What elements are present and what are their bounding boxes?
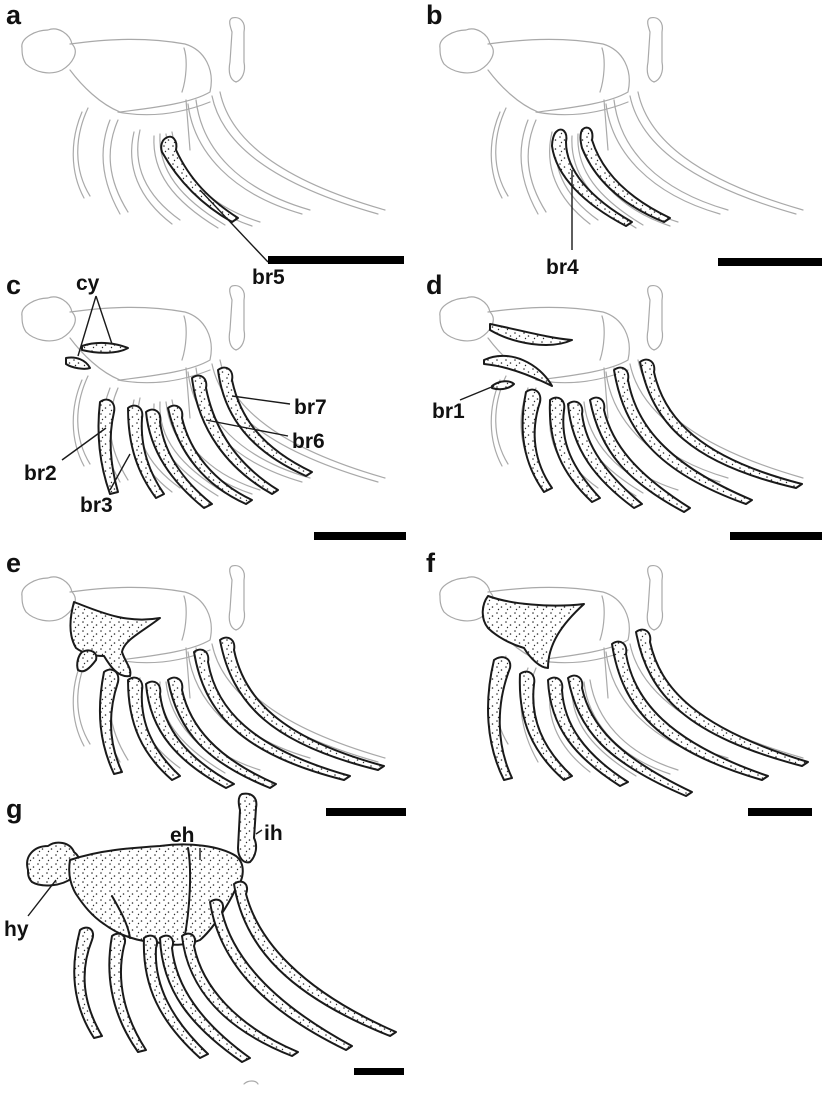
label-br6: br6 [292, 430, 325, 453]
panel-letter-e: e [6, 548, 21, 578]
panel-f: f [426, 548, 812, 816]
scale-bar-g [354, 1068, 404, 1075]
label-ih: ih [264, 822, 283, 845]
scale-bar-c [314, 532, 406, 540]
br2-element-e [100, 670, 122, 774]
br2-element-f [488, 657, 512, 780]
br2-element-d [523, 390, 552, 492]
cy-element-lower [66, 357, 90, 368]
br8-element-g [234, 882, 396, 1036]
label-hy: hy [4, 918, 29, 941]
scale-bar-d [730, 532, 822, 540]
scale-bar-b [718, 258, 822, 266]
label-br2: br2 [24, 462, 57, 485]
panel-letter-d: d [426, 270, 443, 300]
label-eh: eh [170, 824, 195, 847]
br7-element-g [210, 900, 352, 1050]
cy-element-upper [82, 343, 128, 353]
br1-element [492, 381, 514, 389]
panel-b: b br4 [426, 0, 822, 279]
scale-bar-f [748, 808, 812, 816]
cy-element-d2 [484, 356, 552, 386]
br1-element-e [77, 650, 96, 671]
label-br1: br1 [432, 400, 465, 423]
panel-g: g eh ih hy [4, 794, 404, 1084]
label-br7: br7 [294, 396, 327, 419]
label-cy: cy [76, 272, 100, 295]
panel-letter-f: f [426, 548, 436, 578]
cy-element-d [490, 324, 572, 345]
scale-bar-a [268, 256, 404, 264]
scale-bar-e [326, 808, 406, 816]
panel-e: e [6, 548, 406, 816]
label-br5: br5 [252, 266, 285, 289]
panel-letter-a: a [6, 0, 22, 30]
br3-element-g [109, 934, 146, 1052]
br7-element-d [640, 360, 802, 488]
panel-letter-g: g [6, 794, 23, 824]
panel-letter-c: c [6, 270, 21, 300]
label-br4: br4 [546, 256, 579, 279]
label-br3: br3 [80, 494, 113, 517]
ih-element [238, 794, 256, 863]
panel-c: c cy br7 br6 br2 br3 [6, 270, 406, 540]
br2-element-g [74, 928, 102, 1038]
panel-letter-b: b [426, 0, 443, 30]
panel-d: d br1 [426, 270, 822, 540]
panel-a: a br5 [6, 0, 404, 289]
